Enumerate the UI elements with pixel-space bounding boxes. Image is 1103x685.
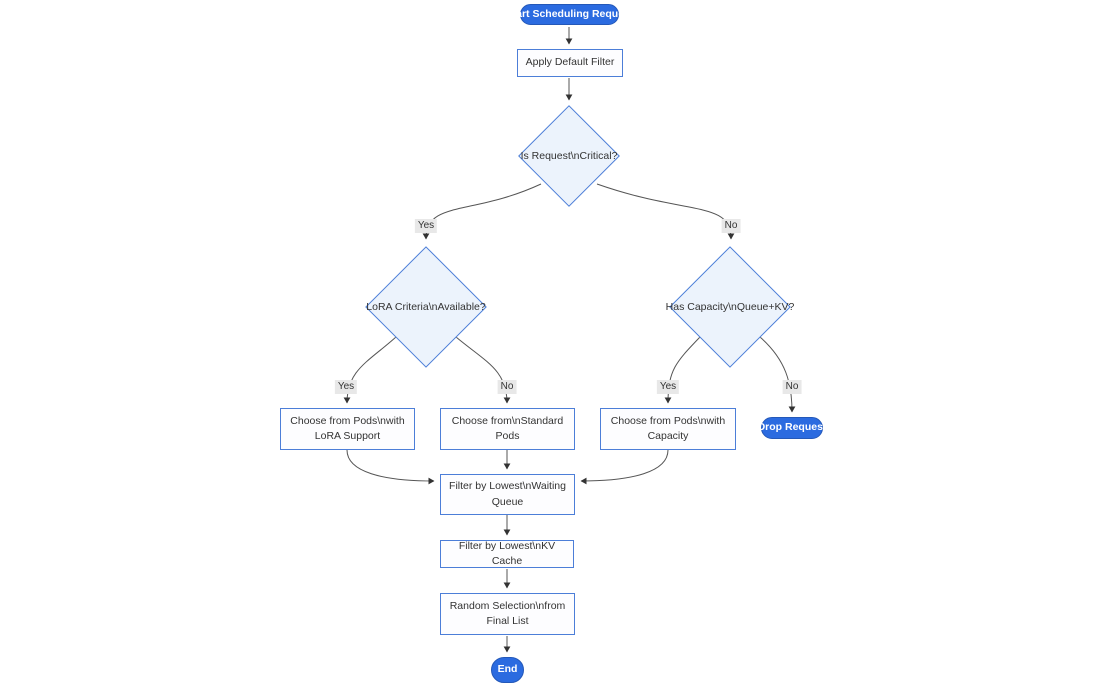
decision-label: Has Capacity\nQueue+KV? <box>665 301 795 313</box>
edge-label-no: No <box>782 380 802 394</box>
edge-capacity-yes <box>664 336 701 404</box>
node-start-scheduling-request: Start Scheduling Request <box>506 4 633 25</box>
decision-lora-criteria-available: LoRA Criteria\nAvailable? <box>365 246 487 368</box>
node-filter-lowest-kv-cache: Filter by Lowest\nKV Cache <box>440 540 574 568</box>
node-filter-lowest-waiting-queue: Filter by Lowest\nWaiting Queue <box>440 474 575 515</box>
edge-capacity-no <box>759 336 796 413</box>
edge-critical-no <box>596 183 735 240</box>
decision-label: Is Request\nCritical? <box>520 150 618 162</box>
node-apply-default-filter: Apply Default Filter <box>517 49 623 77</box>
edge-label-yes: Yes <box>656 380 680 394</box>
node-drop-request: Drop Request <box>758 417 826 439</box>
node-choose-standard-pods: Choose from\nStandard Pods <box>440 408 575 450</box>
edge-podscap-fwait <box>580 449 669 485</box>
edge-label-no: No <box>721 219 741 233</box>
edge-label-no: No <box>497 380 517 394</box>
edge-label-yes: Yes <box>414 219 438 233</box>
node-choose-pods-capacity: Choose from Pods\nwith Capacity <box>600 408 736 450</box>
edge-critical-yes <box>422 183 542 240</box>
node-random-selection: Random Selection\nfrom Final List <box>440 593 575 635</box>
node-choose-pods-lora-support: Choose from Pods\nwith LoRA Support <box>280 408 415 450</box>
decision-is-request-critical: Is Request\nCritical? <box>518 105 620 207</box>
edge-label-yes: Yes <box>334 380 358 394</box>
decision-has-capacity: Has Capacity\nQueue+KV? <box>666 246 794 368</box>
edge-podslora-fwait <box>346 449 435 485</box>
decision-label: LoRA Criteria\nAvailable? <box>366 301 486 313</box>
node-end: End <box>491 657 524 683</box>
